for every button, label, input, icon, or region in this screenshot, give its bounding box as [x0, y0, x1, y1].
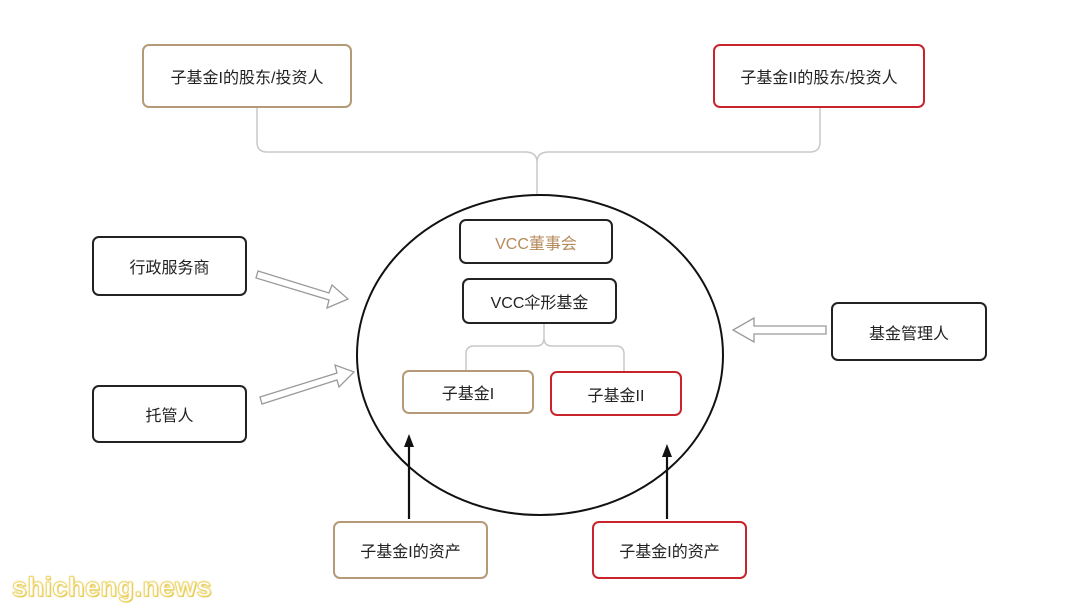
sub-fund-2-label: 子基金II [587, 387, 645, 405]
sub-fund-1-investors-box: 子基金I的股东/投资人 [142, 44, 352, 108]
sub-fund-2-assets-label: 子基金I的资产 [619, 544, 720, 561]
sub-fund-2-assets-arrowhead [662, 444, 672, 457]
sub-fund-1-assets-box: 子基金I的资产 [333, 521, 488, 579]
investor-bracket-connector [256, 108, 821, 195]
vcc-board-box: VCC董事会 [459, 219, 613, 264]
vcc-umbrella-fund-box: VCC伞形基金 [462, 278, 617, 324]
sub-fund-1-label: 子基金I [441, 386, 495, 403]
site-watermark: shicheng.news [11, 572, 213, 603]
subfund-bracket-connector [465, 324, 625, 372]
sub-fund-1-assets-arrowhead [404, 434, 414, 447]
sub-fund-2-box: 子基金II [550, 371, 682, 416]
administrator-box: 行政服务商 [92, 236, 247, 296]
sub-fund-2-assets-box: 子基金I的资产 [592, 521, 747, 579]
fund-manager-box: 基金管理人 [831, 302, 987, 361]
vcc-umbrella-ellipse [356, 194, 724, 516]
fund-manager-arrow [731, 316, 827, 344]
sub-fund-1-box: 子基金I [402, 370, 534, 414]
sub-fund-2-investors-label: 子基金II的股东/投资人 [740, 70, 898, 87]
vcc-board-label: VCC董事会 [495, 235, 577, 253]
custodian-label: 托管人 [145, 408, 194, 425]
vcc-umbrella-fund-label: VCC伞形基金 [490, 295, 589, 312]
sub-fund-1-assets-label: 子基金I的资产 [360, 544, 461, 561]
custodian-box: 托管人 [92, 385, 247, 443]
custodian-arrow [259, 363, 356, 405]
sub-fund-1-investors-label: 子基金I的股东/投资人 [170, 70, 324, 87]
administrator-arrow [255, 270, 350, 310]
administrator-label: 行政服务商 [129, 260, 210, 277]
sub-fund-2-investors-box: 子基金II的股东/投资人 [713, 44, 925, 108]
fund-manager-label: 基金管理人 [868, 325, 949, 343]
